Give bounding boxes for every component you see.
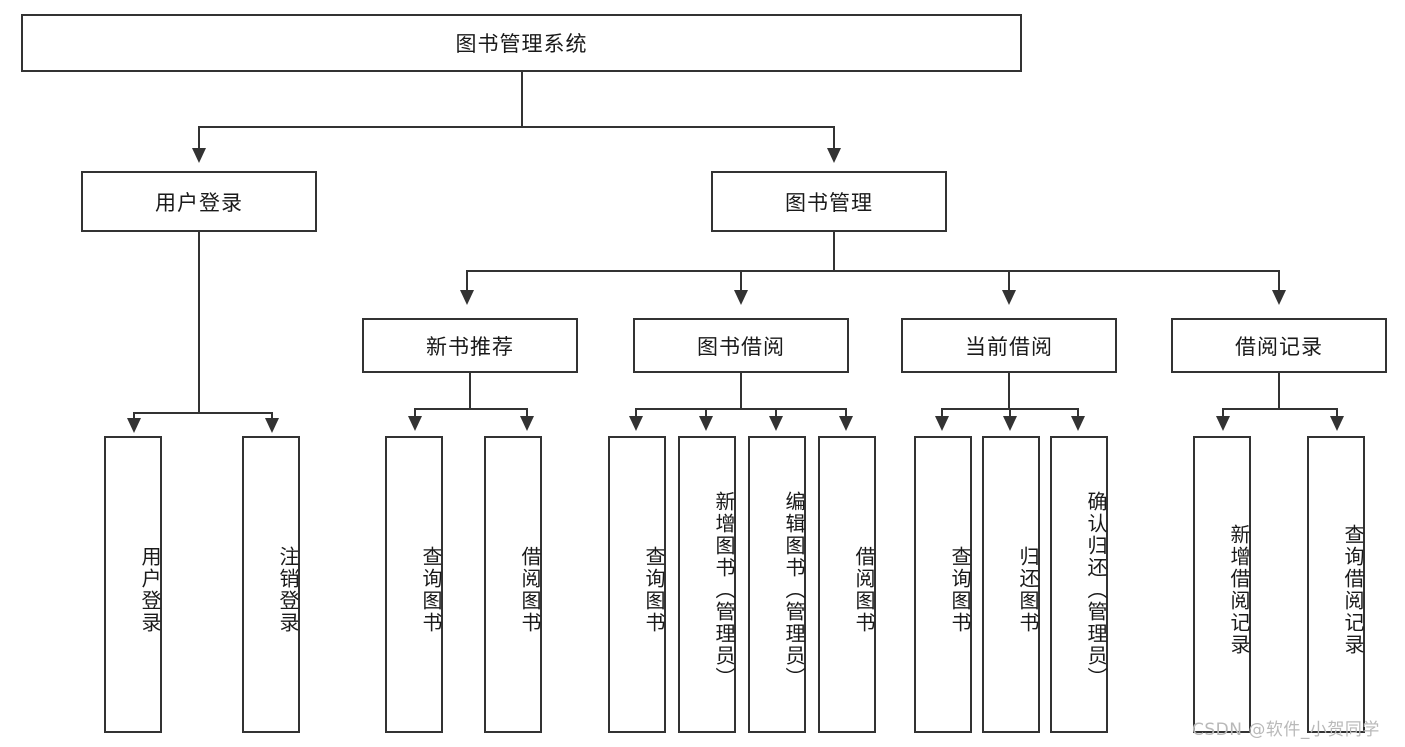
connector-newbook-leaf-1 [414,408,416,418]
arrowhead-newbook-leaf-1 [408,416,422,431]
connector-bm-to-book-borrow [740,270,742,292]
connector-book-management-stem [833,232,835,272]
connector-root-to-user-login [198,126,200,151]
connector-bm-to-current-borrow [1008,270,1010,292]
connector-newbook-leaf-2 [526,408,528,418]
leaf-query-book-borrowing[interactable]: 查询图书 [608,436,666,733]
leaf-return-book[interactable]: 归还图书 [982,436,1040,733]
leaf-query-borrow-record[interactable]: 查询借阅记录 [1307,436,1365,733]
connector-borrowrecord-leaf-2 [1336,408,1338,418]
node-label: 图书借阅 [697,334,785,359]
node-label: 图书管理系统 [455,32,588,56]
leaf-query-book-current[interactable]: 查询图书 [914,436,972,733]
arrowhead-user-login-leaf-2 [265,418,279,433]
node-label: 查询图书 [948,545,972,634]
connector-root-stem [521,72,523,127]
node-current-borrowing[interactable]: 当前借阅 [901,318,1117,373]
node-label: 查询图书 [419,545,443,634]
leaf-user-login[interactable]: 用户登录 [104,436,162,733]
arrowhead-user-login-leaf-1 [127,418,141,433]
node-book-management[interactable]: 图书管理 [711,171,947,232]
connector-bookborrow-leaf-4 [845,408,847,418]
arrowhead-bm-book-borrow [734,290,748,305]
node-label: 归还图书 [1016,545,1040,634]
node-new-book-recommendation[interactable]: 新书推荐 [362,318,578,373]
connector-book-management-bus [466,270,1280,272]
csdn-watermark: CSDN @软件_小贺同学 [1192,720,1380,740]
connector-user-login-stem [198,232,200,414]
leaf-borrow-book-borrowing[interactable]: 借阅图书 [818,436,876,733]
node-label: 确认归还（管理员） [1084,490,1108,689]
arrowhead-borrowrecord-leaf-2 [1330,416,1344,431]
connector-bm-to-new-book [466,270,468,292]
connector-root-bus [198,126,834,128]
connector-borrowrecord-stem [1278,373,1280,410]
connector-bookborrow-leaf-2 [705,408,707,418]
leaf-add-borrow-record[interactable]: 新增借阅记录 [1193,436,1251,733]
connector-user-login-to-leaf-2 [271,412,273,422]
connector-bookborrow-stem [740,373,742,410]
node-label: 新书推荐 [426,334,514,359]
connector-user-login-bus [133,412,273,414]
node-root-library-management-system[interactable]: 图书管理系统 [21,14,1022,72]
arrowhead-bm-borrow-record [1272,290,1286,305]
leaf-confirm-return-admin[interactable]: 确认归还（管理员） [1050,436,1108,733]
connector-borrowrecord-leaf-1 [1222,408,1224,418]
connector-user-login-to-leaf-1 [133,412,135,422]
connector-currentborrow-leaf-1 [941,408,943,418]
connector-newbook-stem [469,373,471,410]
connector-bm-to-borrow-record [1278,270,1280,292]
arrowhead-currentborrow-leaf-2 [1003,416,1017,431]
node-label: 当前借阅 [965,334,1053,359]
arrowhead-borrowrecord-leaf-1 [1216,416,1230,431]
connector-borrowrecord-bus [1222,408,1338,410]
node-label: 借阅记录 [1235,334,1323,359]
node-label: 新增借阅记录 [1227,523,1251,656]
arrowhead-bm-current-borrow [1002,290,1016,305]
arrowhead-newbook-leaf-2 [520,416,534,431]
node-label: 新增图书（管理员） [712,490,736,689]
node-label: 查询图书 [642,545,666,634]
arrowhead-bookborrow-leaf-2 [699,416,713,431]
node-user-login[interactable]: 用户登录 [81,171,317,232]
connector-currentborrow-leaf-2 [1009,408,1011,418]
leaf-add-book-admin[interactable]: 新增图书（管理员） [678,436,736,733]
arrowhead-root-to-book-management [827,148,841,163]
arrowhead-bm-new-book [460,290,474,305]
arrowhead-bookborrow-leaf-3 [769,416,783,431]
arrowhead-currentborrow-leaf-3 [1071,416,1085,431]
node-book-borrowing[interactable]: 图书借阅 [633,318,849,373]
arrowhead-bookborrow-leaf-4 [839,416,853,431]
node-label: 编辑图书（管理员） [782,490,806,689]
node-label: 借阅图书 [852,545,876,634]
node-label: 查询借阅记录 [1341,523,1365,656]
connector-currentborrow-stem [1008,373,1010,410]
connector-bookborrow-leaf-1 [635,408,637,418]
connector-bookborrow-bus [635,408,847,410]
leaf-logout[interactable]: 注销登录 [242,436,300,733]
node-label: 用户登录 [155,190,243,215]
arrowhead-bookborrow-leaf-1 [629,416,643,431]
node-label: 借阅图书 [518,545,542,634]
arrowhead-currentborrow-leaf-1 [935,416,949,431]
node-label: 图书管理 [785,190,873,215]
node-borrowing-record[interactable]: 借阅记录 [1171,318,1387,373]
connector-newbook-bus [414,408,528,410]
connector-root-to-book-management [833,126,835,151]
connector-bookborrow-leaf-3 [775,408,777,418]
leaf-edit-book-admin[interactable]: 编辑图书（管理员） [748,436,806,733]
arrowhead-root-to-user-login [192,148,206,163]
node-label: 注销登录 [276,545,300,634]
leaf-query-book-newbook[interactable]: 查询图书 [385,436,443,733]
leaf-borrow-book-newbook[interactable]: 借阅图书 [484,436,542,733]
node-label: 用户登录 [138,545,162,634]
connector-currentborrow-leaf-3 [1077,408,1079,418]
